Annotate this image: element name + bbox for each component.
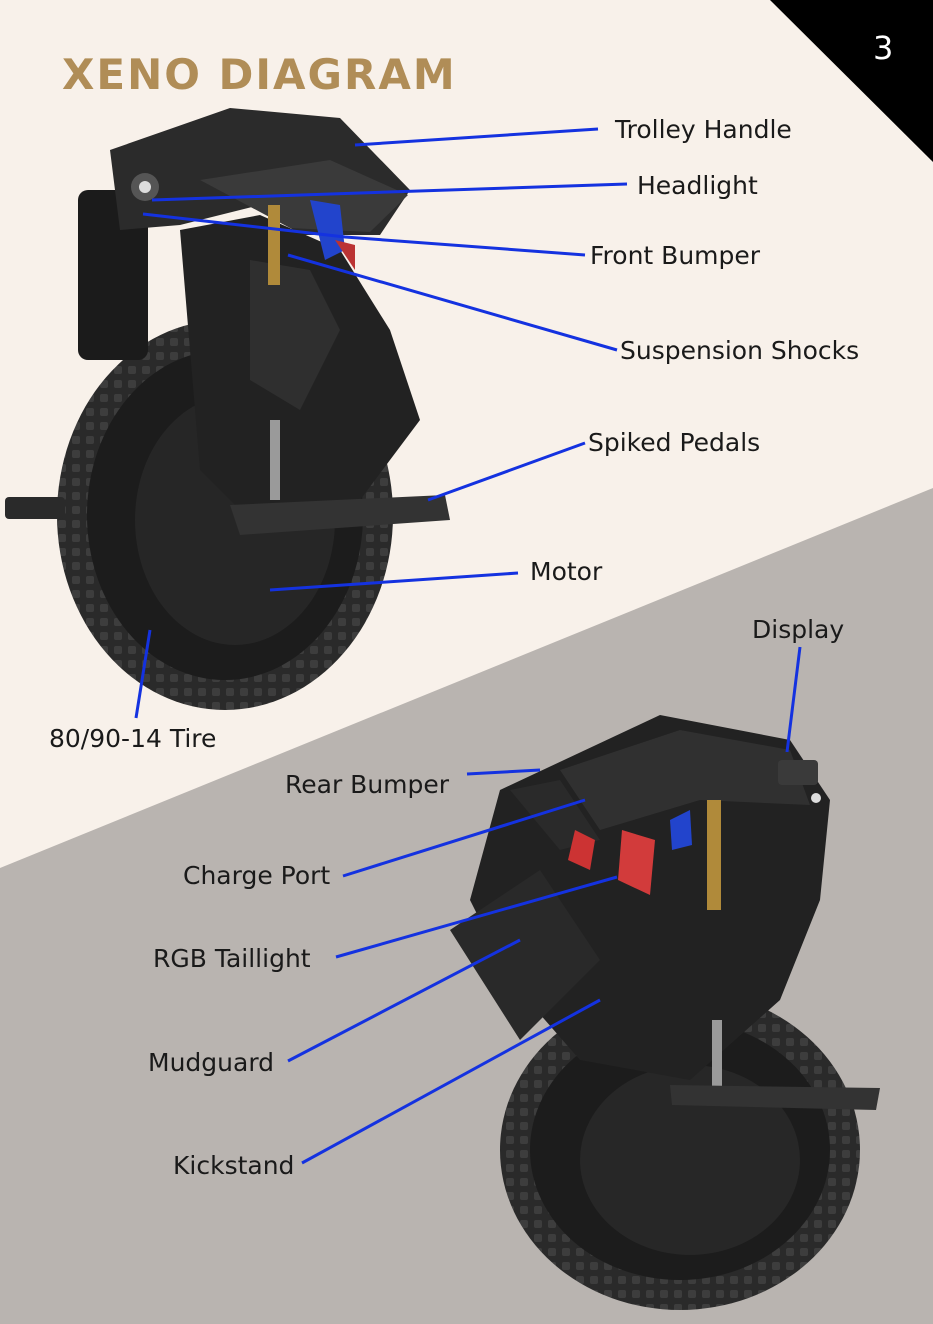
label-charge-port: Charge Port (183, 863, 330, 888)
label-rear-bumper: Rear Bumper (285, 772, 449, 797)
label-headlight: Headlight (637, 173, 758, 198)
label-kickstand: Kickstand (173, 1153, 294, 1178)
label-mudguard: Mudguard (148, 1050, 274, 1075)
label-display: Display (752, 617, 844, 642)
label-suspension-shocks: Suspension Shocks (620, 338, 859, 363)
label-rgb-taillight: RGB Taillight (153, 946, 311, 971)
label-trolley-handle: Trolley Handle (615, 117, 792, 142)
page-corner (770, 0, 933, 162)
page-number: 3 (873, 32, 893, 64)
leader-spiked-pedals (428, 443, 585, 500)
label-tire: 80/90-14 Tire (49, 726, 216, 751)
label-motor: Motor (530, 559, 602, 584)
page-title: XENO DIAGRAM (62, 54, 457, 96)
label-spiked-pedals: Spiked Pedals (588, 430, 760, 455)
leader-trolley-handle (355, 129, 598, 145)
label-front-bumper: Front Bumper (590, 243, 760, 268)
